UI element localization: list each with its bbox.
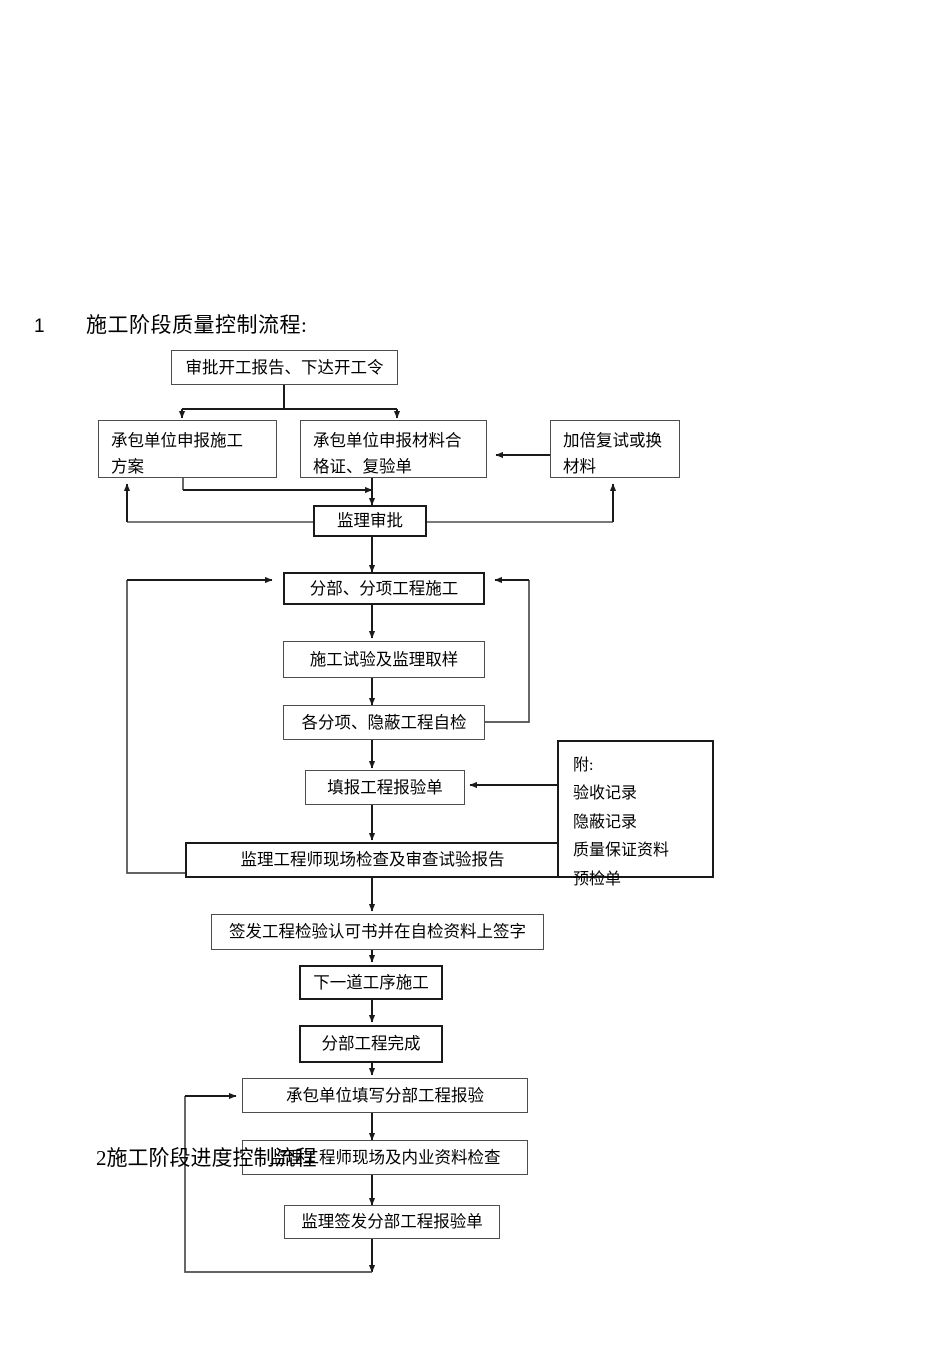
node-label: 审批开工报告、下达开工令	[185, 357, 384, 377]
node-label: 监理审批	[337, 511, 403, 531]
node-approve-start-report[interactable]: 审批开工报告、下达开工令	[171, 350, 398, 385]
note-line-2: 验收记录	[573, 785, 638, 803]
node-fill-inspection-form[interactable]: 填报工程报验单	[305, 770, 465, 805]
section-number-1: 1	[34, 316, 46, 337]
node-label: 下一道工序施工	[313, 972, 429, 992]
node-label-line-1: 加倍复试或换	[563, 431, 662, 450]
node-contractor-fill-subdivisional-report[interactable]: 承包单位填写分部工程报验	[242, 1078, 528, 1113]
node-retest-or-replace-material[interactable]: 加倍复试或换 材料	[550, 420, 680, 478]
section-heading-1: 1 施工阶段质量控制流程:	[34, 309, 307, 339]
node-label: 分部、分项工程施工	[309, 578, 459, 598]
node-label: 承包单位填写分部工程报验	[286, 1085, 484, 1105]
node-supervisor-site-and-document-check[interactable]: 监理工程师现场及内业资料检查	[242, 1140, 528, 1175]
node-contractor-submit-plan[interactable]: 承包单位申报施工 方案	[98, 420, 277, 478]
note-line-1: 附:	[573, 757, 594, 774]
node-contractor-submit-material-cert[interactable]: 承包单位申报材料合 格证、复验单	[300, 420, 487, 478]
node-label-line-2: 方案	[111, 456, 144, 476]
node-next-process-construction[interactable]: 下一道工序施工	[299, 965, 443, 1000]
node-label: 填报工程报验单	[327, 777, 443, 797]
node-label: 签发工程检验认可书并在自检资料上签字	[229, 922, 526, 942]
node-label-line-2: 材料	[563, 456, 596, 476]
node-concealed-work-self-inspection[interactable]: 各分项、隐蔽工程自检	[283, 705, 485, 740]
section-heading-2: 2施工阶段进度控制流程	[96, 1142, 317, 1172]
node-supervision-issue-subdivisional-form[interactable]: 监理签发分部工程报验单	[284, 1205, 500, 1239]
section-number-2: 2	[96, 1146, 107, 1170]
node-supervision-approval[interactable]: 监理审批	[313, 505, 427, 537]
node-construction-test-sampling[interactable]: 施工试验及监理取样	[283, 641, 485, 678]
node-label-line-1: 承包单位申报材料合	[313, 431, 462, 450]
node-label: 分部工程完成	[321, 1034, 421, 1054]
node-issue-inspection-approval-cert[interactable]: 签发工程检验认可书并在自检资料上签字	[211, 914, 544, 950]
node-label: 监理工程师现场及内业资料检查	[269, 1147, 501, 1167]
note-line-5: 预检单	[573, 870, 622, 888]
node-label: 各分项、隐蔽工程自检	[301, 712, 467, 732]
node-label-line-1: 承包单位申报施工	[111, 431, 243, 450]
section-title-2: 施工阶段进度控制流程	[106, 1146, 317, 1170]
node-label: 监理签发分部工程报验单	[301, 1212, 483, 1232]
node-attachment-note[interactable]: 附: 验收记录 隐蔽记录 质量保证资料 预检单	[557, 740, 714, 888]
node-label: 监理工程师现场检查及审查试验报告	[240, 850, 505, 870]
node-subdivisional-work-complete[interactable]: 分部工程完成	[299, 1025, 443, 1063]
note-line-4: 质量保证资料	[573, 842, 670, 860]
note-line-3: 隐蔽记录	[573, 813, 638, 831]
section-title-1: 施工阶段质量控制流程:	[86, 313, 308, 337]
node-label-line-2: 格证、复验单	[313, 456, 412, 476]
node-subdivisional-construction[interactable]: 分部、分项工程施工	[283, 572, 485, 605]
node-label: 施工试验及监理取样	[309, 649, 459, 669]
node-supervisor-site-check-test-report[interactable]: 监理工程师现场检查及审查试验报告	[185, 842, 560, 878]
